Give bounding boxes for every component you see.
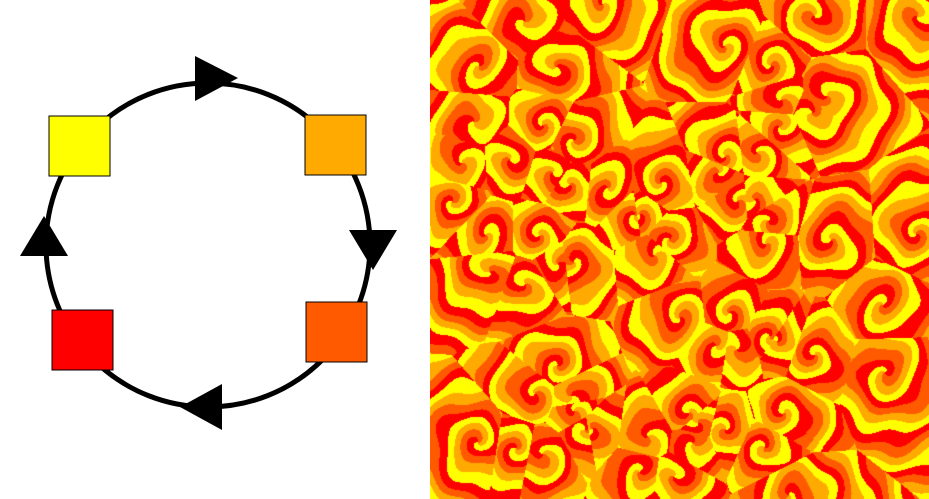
triangle-up-icon xyxy=(20,216,68,256)
cyclic-state-diagram xyxy=(20,56,397,430)
state-square-red xyxy=(51,309,114,371)
triangle-down-icon xyxy=(349,230,397,270)
state-square-light-orange xyxy=(304,114,367,176)
triangle-left-icon xyxy=(180,384,222,430)
triangle-right-icon xyxy=(195,56,238,101)
state-square-yellow xyxy=(48,115,111,177)
cyclic-automaton-pattern xyxy=(430,0,929,499)
automaton-canvas xyxy=(430,0,929,499)
state-square-dark-orange xyxy=(305,301,368,363)
